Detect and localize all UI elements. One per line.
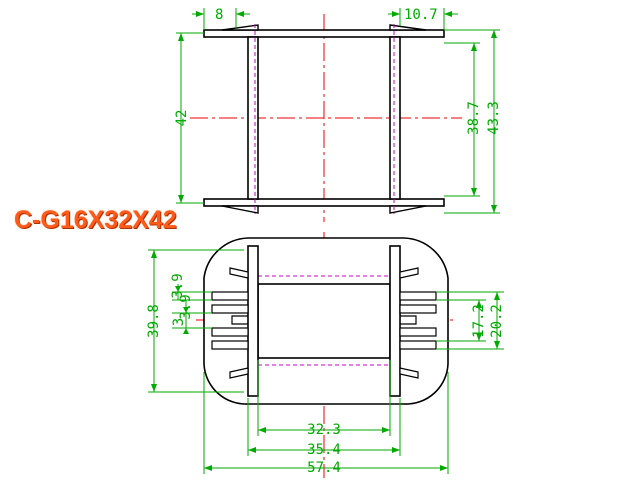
dim-outer-height: 43.3 xyxy=(486,101,502,135)
pin-slot xyxy=(229,267,249,279)
pin-slot xyxy=(211,327,249,337)
side-rail-left xyxy=(247,245,259,397)
top-view-dimensions xyxy=(176,8,500,214)
dim-flange-left: 8 xyxy=(215,7,223,23)
top-view-dim-labels: 8 10.7 42 38.7 43.3 xyxy=(174,7,502,135)
pin-slot xyxy=(211,291,249,301)
pin-slot xyxy=(211,304,249,314)
dim-pin-pitch-b: 3.9 xyxy=(178,294,194,319)
bottom-view-dimensions xyxy=(148,249,504,474)
dim-inner-window: 17.2 xyxy=(471,304,487,338)
winding-window xyxy=(257,283,391,359)
dim-pin-gap: 3 xyxy=(171,318,187,326)
flange-tab xyxy=(221,205,259,214)
pin-slot xyxy=(229,367,249,379)
part-number-title: C-G16X32X42 xyxy=(14,206,177,234)
center-notch-right xyxy=(400,315,417,325)
center-notch-left xyxy=(231,315,248,325)
dim-bobbin-width: 35.4 xyxy=(307,442,341,458)
dim-height: 42 xyxy=(174,110,190,127)
flange-tab xyxy=(389,205,427,214)
top-flange xyxy=(203,29,445,38)
side-rail-right xyxy=(389,245,401,397)
pin-slot xyxy=(211,340,249,350)
flange-tab xyxy=(221,24,259,31)
pin-slot xyxy=(399,327,437,337)
dim-pin-pitch-a: 3.9 xyxy=(170,273,186,298)
bottom-flange xyxy=(203,198,445,207)
dim-window: 20.2 xyxy=(489,304,505,338)
bottom-view-arrows xyxy=(151,250,500,471)
dim-overall-width: 57.4 xyxy=(307,460,341,476)
pin-slot xyxy=(399,340,437,350)
flange-tab xyxy=(389,24,427,31)
bottom-view-dim-labels: 39.8 3.9 3.9 3 17.2 20.2 32.3 35.4 57.4 xyxy=(146,273,505,476)
bobbin-wall-right xyxy=(389,36,401,200)
pin-slot xyxy=(399,367,419,379)
pin-slot xyxy=(399,291,437,301)
top-view xyxy=(190,14,462,222)
dim-body-depth: 39.8 xyxy=(146,304,162,338)
pin-slot xyxy=(399,267,419,279)
bottom-view xyxy=(196,232,456,478)
dim-core-width: 32.3 xyxy=(307,422,341,438)
pin-slot xyxy=(399,304,437,314)
dim-inner-height: 38.7 xyxy=(466,101,482,135)
top-view-arrows xyxy=(178,11,497,213)
dim-flange-right: 10.7 xyxy=(404,7,438,23)
bobbin-wall-left xyxy=(247,36,259,200)
